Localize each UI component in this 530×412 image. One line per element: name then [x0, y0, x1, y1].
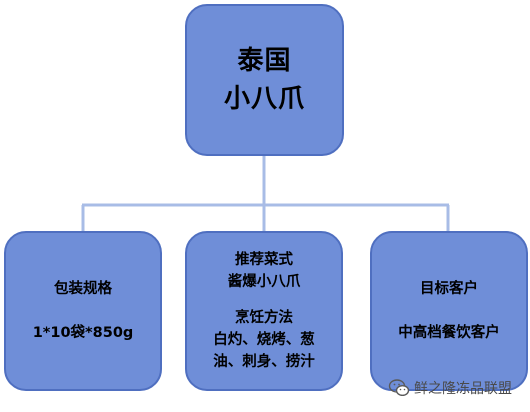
- child-node-customers: 目标客户 中高档餐饮客户: [370, 231, 528, 391]
- customers-target: 中高档餐饮客户: [398, 325, 500, 341]
- root-node: 泰国 小八爪: [185, 4, 344, 156]
- child-node-recipe: 推荐菜式 酱爆小八爪 烹饪方法 白灼、烧烤、葱 油、刺身、捞汁: [185, 231, 343, 391]
- watermark: 鲜之隆冻品联盟: [388, 378, 512, 398]
- wechat-icon: [388, 378, 410, 398]
- customers-heading: 目标客户: [420, 281, 478, 297]
- packaging-spec: 1*10袋*850g: [32, 325, 134, 341]
- root-line-1: 泰国: [237, 46, 292, 76]
- root-line-2: 小八爪: [223, 84, 305, 114]
- watermark-text: 鲜之隆冻品联盟: [414, 381, 512, 397]
- cooking-methods-2: 油、刺身、捞汁: [213, 354, 315, 370]
- packaging-heading: 包装规格: [54, 281, 112, 297]
- recipe-dish: 酱爆小八爪: [227, 274, 301, 290]
- cooking-methods-1: 白灼、烧烤、葱: [213, 332, 315, 348]
- cooking-heading: 烹饪方法: [235, 310, 293, 326]
- child-node-packaging: 包装规格 1*10袋*850g: [4, 231, 162, 391]
- recipe-heading: 推荐菜式: [235, 252, 293, 268]
